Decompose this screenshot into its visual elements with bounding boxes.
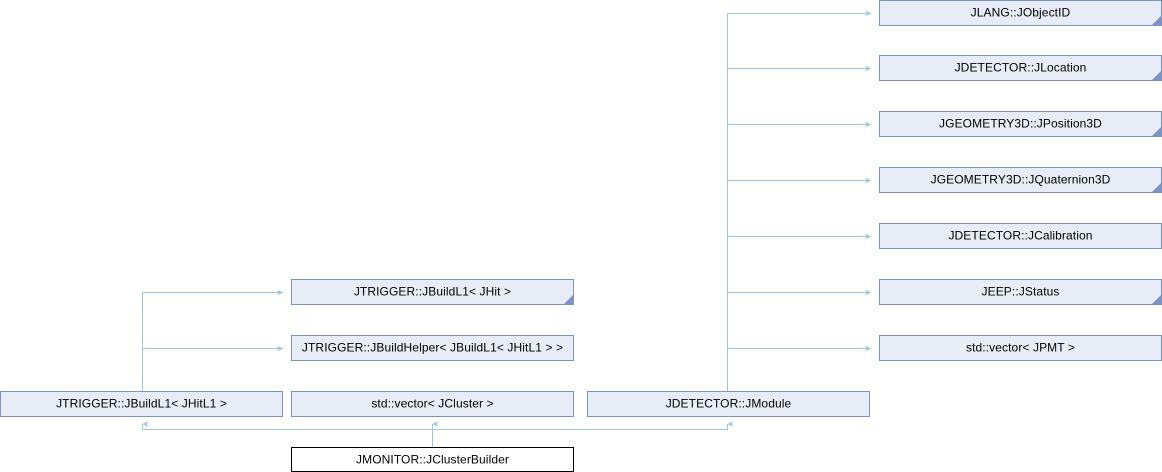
edge-clusterbuilder-jmodule (432, 421, 734, 431)
class-node-jobjectid[interactable]: JLANG::JObjectID (879, 0, 1162, 26)
class-node-label: JTRIGGER::JBuildL1< JHit > (353, 284, 512, 299)
class-node-jquaternion3d[interactable]: JGEOMETRY3D::JQuaternion3D (879, 167, 1162, 193)
class-node-label: std::vector< JPMT > (965, 340, 1076, 355)
class-node-jbuildl1_jhit[interactable]: JTRIGGER::JBuildL1< JHit > (291, 279, 574, 305)
class-node-vector_jpmt[interactable]: std::vector< JPMT > (879, 335, 1162, 361)
class-node-label: JLANG::JObjectID (970, 5, 1071, 20)
class-node-jbuildhelper[interactable]: JTRIGGER::JBuildHelper< JBuildL1< JHitL1… (291, 335, 574, 361)
class-node-jbuildl1_jhitl1[interactable]: JTRIGGER::JBuildL1< JHitL1 > (0, 391, 283, 417)
class-node-jposition3d[interactable]: JGEOMETRY3D::JPosition3D (879, 111, 1162, 137)
class-node-jstatus[interactable]: JEEP::JStatus (879, 279, 1162, 305)
class-node-jlocation[interactable]: JDETECTOR::JLocation (879, 55, 1162, 81)
class-node-label: JGEOMETRY3D::JQuaternion3D (930, 172, 1111, 187)
class-node-jcalibration[interactable]: JDETECTOR::JCalibration (879, 223, 1162, 249)
class-node-label: JDETECTOR::JModule (665, 396, 792, 411)
class-node-label: JEEP::JStatus (981, 284, 1060, 299)
class-node-label: std::vector< JCluster > (371, 396, 494, 411)
class-node-label: JTRIGGER::JBuildL1< JHitL1 > (56, 396, 227, 411)
class-node-jclusterbuilder[interactable]: JMONITOR::JClusterBuilder (291, 447, 574, 472)
class-node-label: JMONITOR::JClusterBuilder (356, 452, 509, 466)
class-node-label: JDETECTOR::JCalibration (948, 228, 1093, 243)
class-node-vector_jcluster[interactable]: std::vector< JCluster > (291, 391, 574, 417)
class-node-label: JGEOMETRY3D::JPosition3D (939, 116, 1102, 131)
class-node-jmodule[interactable]: JDETECTOR::JModule (587, 391, 870, 417)
edge-clusterbuilder-jbuildl1 (141, 421, 433, 431)
class-node-label: JDETECTOR::JLocation (954, 60, 1087, 75)
class-node-label: JTRIGGER::JBuildHelper< JBuildL1< JHitL1… (301, 340, 564, 355)
